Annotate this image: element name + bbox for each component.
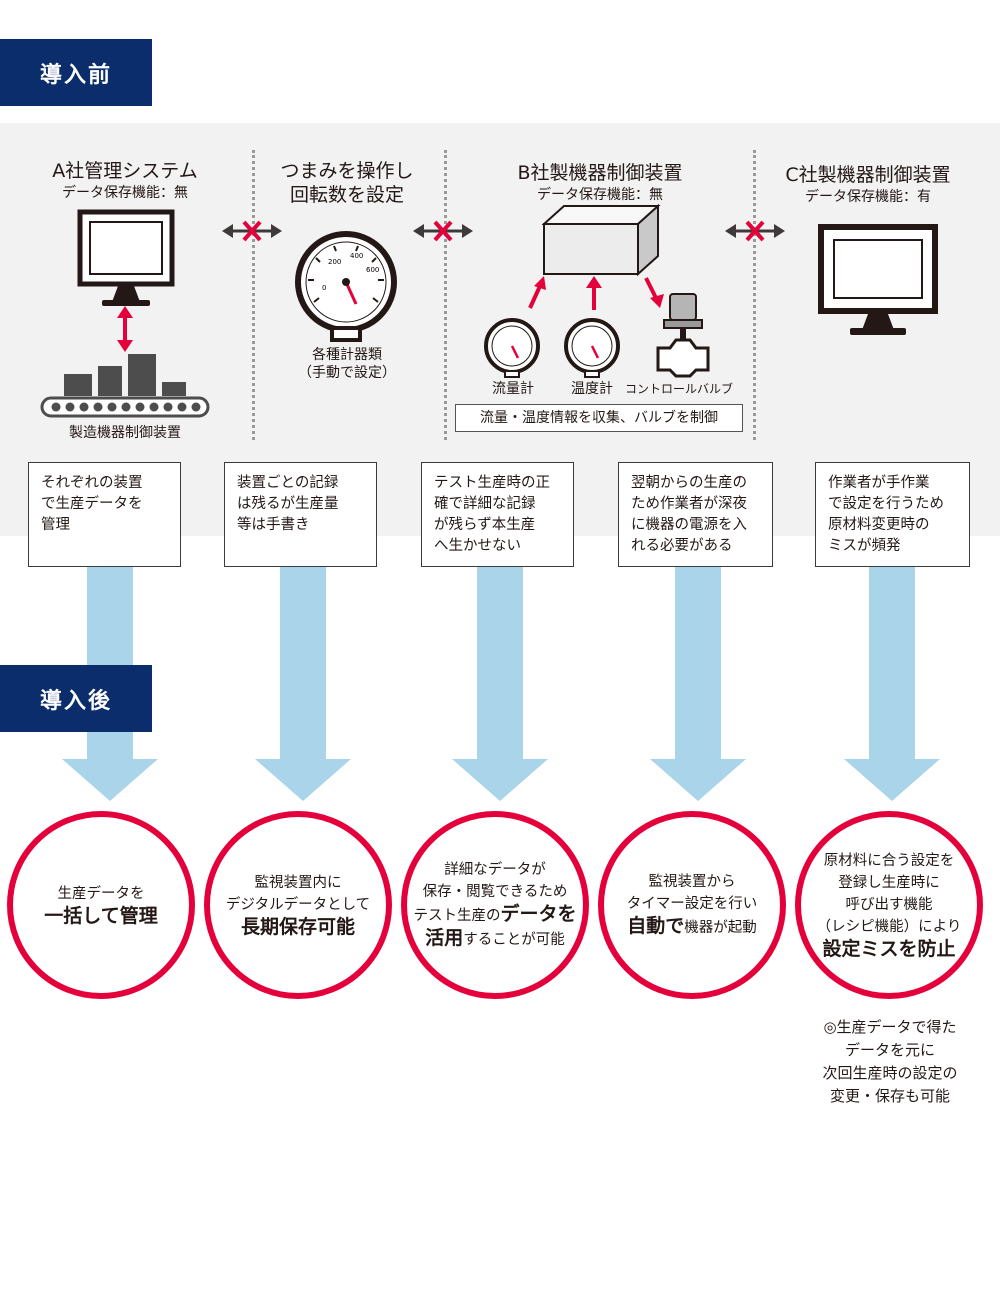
separator-3 bbox=[753, 150, 756, 440]
separator-2 bbox=[444, 150, 447, 440]
monitor-icon bbox=[77, 209, 175, 306]
control-box-icon bbox=[541, 203, 661, 277]
issue-note: 装置ごとの記録は残るが生産量等は手書き bbox=[224, 462, 377, 567]
result-circle: 監視装置から タイマー設定を行い 自動で機器が起動 bbox=[598, 811, 786, 999]
footnote: ◎生産データで得た データを元に 次回生産時の設定の 変更・保存も可能 bbox=[822, 1018, 958, 1105]
monitor-icon bbox=[818, 224, 938, 335]
result-circle: 生産データを 一括して管理 bbox=[7, 811, 195, 999]
col-knob-caption-1: 各種計器類 bbox=[312, 347, 382, 363]
collect-caption: 流量・温度情報を収集、バルブを制御 bbox=[455, 404, 743, 432]
issue-note: 作業者が手作業で設定を行うため原材料変更時のミスが頻発 bbox=[815, 462, 970, 567]
col-b-title: B社製機器制御装置 bbox=[517, 162, 683, 184]
gauge-tick-label: 600 bbox=[366, 266, 379, 274]
col-a-title: A社管理システム bbox=[52, 160, 198, 182]
col-a-sub: データ保存機能：無 bbox=[62, 185, 188, 201]
col-b-sub: データ保存機能：無 bbox=[537, 187, 663, 203]
result-circle: 原材料に合う設定を 登録し生産時に 呼び出す機能 （レシピ機能）により 設定ミス… bbox=[795, 811, 983, 999]
bidirectional-arrow-icon bbox=[117, 306, 133, 352]
down-arrow-icon bbox=[452, 565, 548, 801]
issue-note: それぞれの装置で生産データを管理 bbox=[28, 462, 181, 567]
gauge-tick-label: 400 bbox=[350, 252, 363, 260]
after-label: 導入後 bbox=[0, 665, 152, 732]
gauge-tick-label: 200 bbox=[328, 258, 341, 266]
col-a-caption: 製造機器制御装置 bbox=[69, 425, 181, 441]
flow-meter-icon bbox=[484, 318, 540, 378]
result-circle: 詳細なデータが 保存・閲覧できるため テスト生産のデータを 活用することが可能 bbox=[401, 811, 589, 999]
conveyor-icon bbox=[40, 354, 210, 418]
down-arrow-icon bbox=[255, 565, 351, 801]
col-c-title: C社製機器制御装置 bbox=[785, 164, 951, 186]
gauge-tick-label: 0 bbox=[322, 284, 326, 292]
col-knob-caption-2: （手動で設定） bbox=[298, 365, 396, 381]
blocked-link-icon bbox=[725, 220, 785, 242]
thermometer-gauge-icon bbox=[564, 318, 620, 378]
before-label: 導入前 bbox=[0, 39, 152, 106]
issue-note: テスト生産時の正確で詳細な記録が残らず本生産へ生かせない bbox=[421, 462, 574, 567]
result-circle: 監視装置内に デジタルデータとして 長期保存可能 bbox=[204, 811, 392, 999]
col-knob-title-2: 回転数を設定 bbox=[289, 184, 404, 206]
col-c-sub: データ保存機能：有 bbox=[805, 189, 931, 205]
down-arrow-icon bbox=[844, 565, 940, 801]
gauge-icon: 0 200 400 600 bbox=[295, 231, 397, 342]
blocked-link-icon bbox=[413, 220, 473, 242]
separator-1 bbox=[252, 150, 255, 440]
blocked-link-icon bbox=[222, 220, 282, 242]
down-arrow-icon bbox=[650, 565, 746, 801]
issue-note: 翌朝からの生産のため作業者が深夜に機器の電源を入れる必要がある bbox=[618, 462, 773, 567]
flow-meter-label: 流量計 bbox=[492, 381, 534, 397]
valve-label: コントロールバルブ bbox=[624, 382, 733, 396]
col-knob-title-1: つまみを操作し bbox=[280, 160, 414, 182]
temp-meter-label: 温度計 bbox=[571, 381, 613, 397]
signal-arrows-icon bbox=[528, 276, 664, 310]
control-valve-icon bbox=[656, 293, 710, 378]
